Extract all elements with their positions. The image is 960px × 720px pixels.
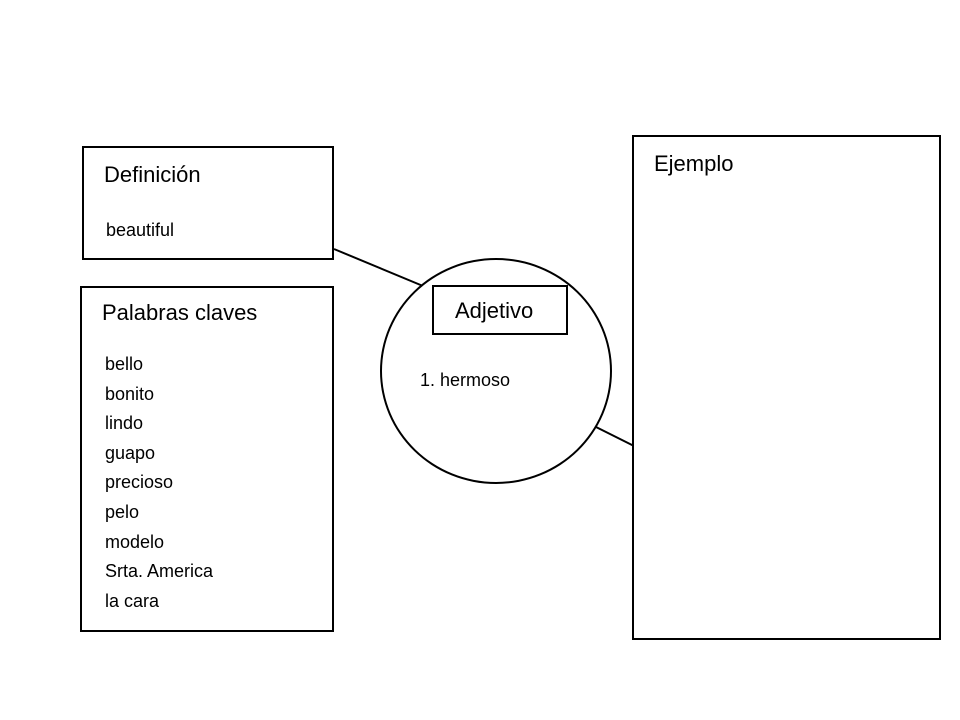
connector-definicion-adjetivo xyxy=(333,248,424,287)
keyword-list: bello bonito lindo guapo precioso pelo m… xyxy=(105,350,213,616)
connector-adjetivo-ejemplo xyxy=(595,426,635,447)
keyword-item: bello xyxy=(105,354,144,374)
keyword-item: la cara xyxy=(105,590,160,611)
adjetivo-label-box: Adjetivo xyxy=(432,285,568,335)
adjetivo-label: Adjetivo xyxy=(455,298,534,323)
keyword-item: guapo xyxy=(105,442,156,463)
palabras-claves-box: Palabras claves bello bonito lindo guapo… xyxy=(80,286,334,632)
keyword-item: lindo xyxy=(105,413,144,434)
definicion-box: Definición beautiful xyxy=(82,146,334,260)
palabras-claves-title: Palabras claves xyxy=(102,300,258,325)
definicion-title: Definición xyxy=(104,162,201,187)
ejemplo-title: Ejemplo xyxy=(654,151,734,176)
keyword-item: Srta. America xyxy=(105,561,214,582)
ejemplo-box: Ejemplo xyxy=(632,135,941,640)
keyword-item: bonito xyxy=(105,383,155,404)
definicion-text: beautiful xyxy=(106,220,175,240)
synonym-text: 1. hermoso xyxy=(420,370,511,390)
keyword-item: precioso xyxy=(105,472,174,493)
keyword-item: modelo xyxy=(105,531,165,552)
keyword-item: pelo xyxy=(105,501,140,522)
